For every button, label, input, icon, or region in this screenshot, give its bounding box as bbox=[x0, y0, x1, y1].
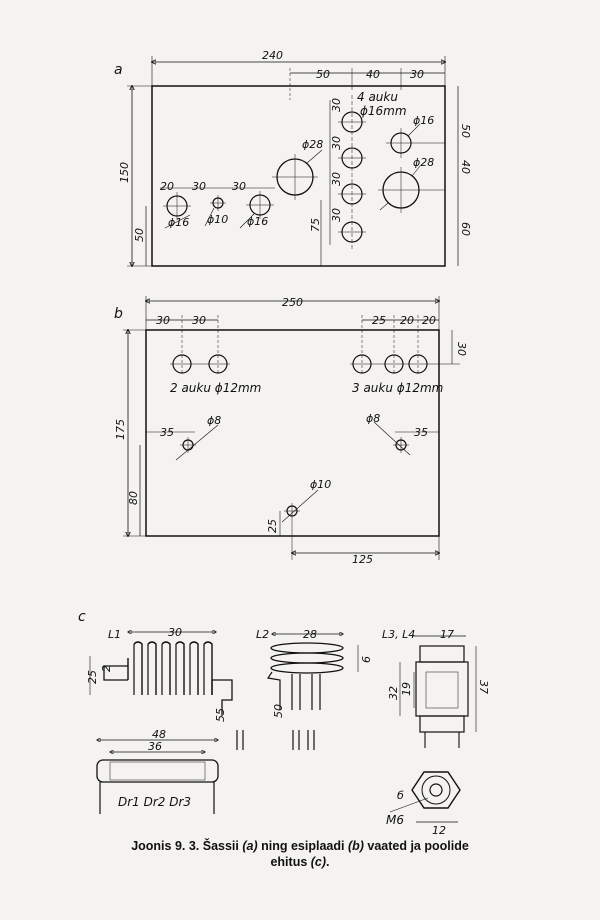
dim-b-35-left: 35 bbox=[160, 426, 174, 439]
label-L3-L4: L3, L4 bbox=[382, 628, 415, 641]
label-phi16-right: ϕ16 bbox=[413, 114, 434, 127]
label-nut-letter: б bbox=[397, 789, 404, 802]
dim-L34-17: 17 bbox=[440, 628, 454, 641]
dim-125: 125 bbox=[352, 553, 373, 566]
dim-right-40: 40 bbox=[459, 160, 472, 174]
dim-40-top: 40 bbox=[366, 68, 380, 81]
dim-b-20b: 20 bbox=[422, 314, 436, 327]
dim-right-50: 50 bbox=[459, 124, 472, 138]
dim-b-20a: 20 bbox=[400, 314, 414, 327]
panel-b-letter: b bbox=[114, 306, 123, 322]
dim-L1-30: 30 bbox=[168, 626, 182, 639]
dim-L2-28: 28 bbox=[303, 628, 317, 641]
caption-line2a: ehitus bbox=[270, 855, 311, 869]
dim-240: 240 bbox=[262, 49, 283, 62]
panel-c: c L1 30 25 2 55 L2 28 9 bbox=[78, 609, 490, 837]
note-3-auku: 3 auku ϕ12mm bbox=[352, 381, 443, 395]
caption-line1c: ning esiplaadi bbox=[257, 839, 348, 853]
chokes-Dr: 48 36 Dr1 Dr2 Dr3 bbox=[97, 728, 218, 814]
dim-col-30a: 30 bbox=[330, 98, 343, 112]
dim-dr-36: 36 bbox=[148, 740, 162, 753]
label-dr: Dr1 Dr2 Dr3 bbox=[118, 795, 191, 809]
label-b-phi10: ϕ10 bbox=[310, 478, 331, 491]
label-b-phi8-right: ϕ8 bbox=[366, 412, 380, 425]
label-phi16-a: ϕ16 bbox=[168, 216, 189, 229]
dim-L34-37: 37 bbox=[477, 680, 490, 694]
dim-50-left: 50 bbox=[133, 228, 146, 242]
dim-L34-19: 19 bbox=[400, 682, 413, 696]
coil-L1: L1 30 25 2 55 bbox=[86, 626, 244, 750]
label-L2: L2 bbox=[256, 628, 269, 641]
label-phi10: ϕ10 bbox=[207, 213, 228, 226]
dim-right-60: 60 bbox=[459, 222, 472, 236]
dim-nut-12: 12 bbox=[432, 824, 446, 837]
dim-75: 75 bbox=[309, 218, 322, 232]
dim-L1-25: 25 bbox=[86, 670, 99, 684]
panel-a-letter: a bbox=[114, 62, 123, 78]
dim-b-30a: 30 bbox=[156, 314, 170, 327]
panel-c-letter: c bbox=[78, 609, 86, 625]
note-phi16mm: ϕ16mm bbox=[360, 104, 407, 118]
label-b-phi8-left: ϕ8 bbox=[207, 414, 221, 427]
dim-30b: 30 bbox=[232, 180, 246, 193]
dim-L1-2: 2 bbox=[100, 665, 113, 672]
label-phi16-b: ϕ16 bbox=[247, 215, 268, 228]
nut-M6: б M6 12 bbox=[386, 771, 461, 837]
figure-caption: Joonis 9. 3. Šassii (a) ning esiplaadi (… bbox=[60, 838, 540, 870]
caption-line1d: (b) bbox=[347, 839, 364, 853]
dim-b-30b: 30 bbox=[192, 314, 206, 327]
coil-L2: L2 28 9 50 bbox=[256, 628, 372, 750]
dim-80: 80 bbox=[127, 491, 140, 505]
dim-L34-32: 32 bbox=[387, 686, 400, 700]
dim-col-30b: 30 bbox=[330, 136, 343, 150]
chassis-outline bbox=[151, 85, 446, 267]
dim-175: 175 bbox=[114, 419, 127, 440]
caption-line2c: . bbox=[326, 855, 330, 869]
caption-line2b: (c) bbox=[310, 855, 327, 869]
dim-250: 250 bbox=[282, 296, 303, 309]
dim-30-top: 30 bbox=[410, 68, 424, 81]
label-L1: L1 bbox=[108, 628, 121, 641]
dim-dr-48: 48 bbox=[152, 728, 166, 741]
dim-b-30-right: 30 bbox=[455, 342, 468, 356]
dim-b-25: 25 bbox=[372, 314, 386, 327]
coil-L3-L4: L3, L4 17 32 19 37 bbox=[382, 628, 490, 748]
note-4-auku: 4 auku bbox=[357, 90, 398, 104]
dim-col-30d: 30 bbox=[330, 208, 343, 222]
label-m6: M6 bbox=[386, 813, 404, 827]
dim-20: 20 bbox=[160, 180, 174, 193]
dim-L2-50: 50 bbox=[272, 704, 285, 718]
label-phi28-center: ϕ28 bbox=[302, 138, 323, 151]
dim-b-25: 25 bbox=[266, 519, 279, 533]
caption-line1e: vaated ja poolide bbox=[363, 839, 469, 853]
dim-50-top: 50 bbox=[316, 68, 330, 81]
dim-L1-55: 55 bbox=[214, 708, 227, 722]
panel-a: a 240 50 40 30 150 50 20 30 30 bbox=[114, 49, 472, 266]
dim-L2-9: 9 bbox=[359, 656, 372, 663]
dim-150: 150 bbox=[118, 162, 131, 183]
label-phi28-right: ϕ28 bbox=[413, 156, 434, 169]
panel-b: b 250 30 30 25 20 20 30 2 auku ϕ12mm 3 a… bbox=[114, 296, 468, 566]
dim-col-30c: 30 bbox=[330, 172, 343, 186]
dim-b-35-right: 35 bbox=[414, 426, 428, 439]
caption-line1a: Joonis 9. 3. Šassii bbox=[131, 839, 243, 853]
note-2-auku: 2 auku ϕ12mm bbox=[170, 381, 261, 395]
front-panel-outline bbox=[145, 329, 440, 537]
dim-30a: 30 bbox=[192, 180, 206, 193]
caption-line1b: (a) bbox=[242, 839, 258, 853]
